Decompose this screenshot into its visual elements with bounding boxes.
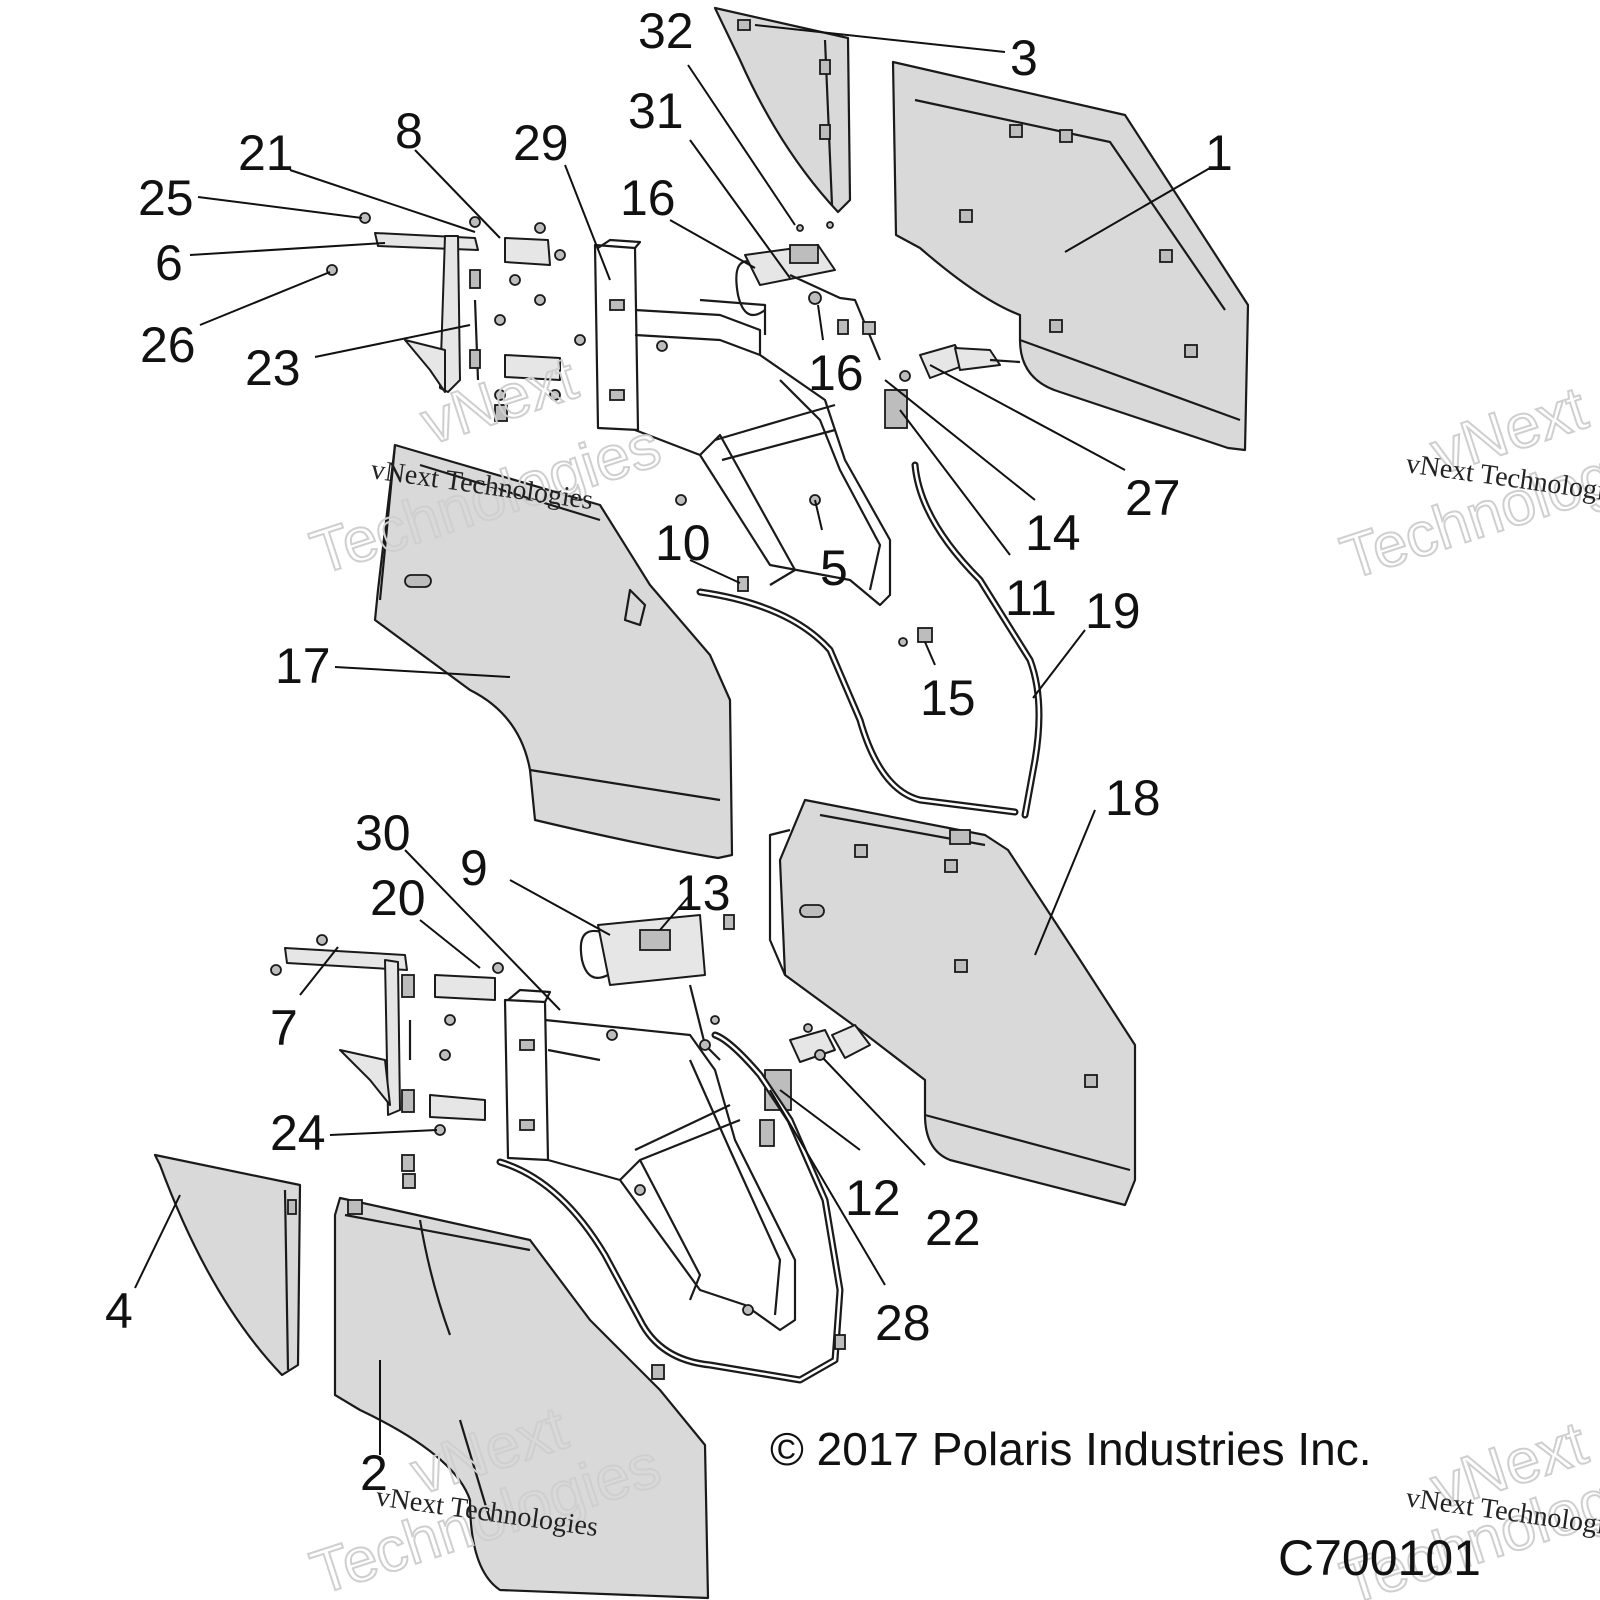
- callout-23: 23: [245, 340, 301, 396]
- copyright-notice: © 2017 Polaris Industries Inc.: [770, 1423, 1372, 1475]
- leader-22: [822, 1057, 926, 1166]
- callout-19: 19: [1085, 583, 1141, 639]
- callout-31: 31: [628, 83, 684, 139]
- leader-14: [884, 379, 1036, 501]
- callout-12: 12: [845, 1170, 901, 1226]
- callout-29: 29: [513, 115, 569, 171]
- callout-16-upper: 16: [620, 170, 676, 226]
- callout-numbers: 1 2 3 4 5 6 7 8 9 10 11 12 13 14 15 16 1…: [105, 3, 1233, 1501]
- leader-24: [329, 1129, 438, 1136]
- leader-6: [189, 242, 386, 256]
- leader-32: [687, 64, 796, 226]
- leader-29: [564, 164, 611, 281]
- leader-8: [414, 149, 501, 239]
- callout-24: 24: [270, 1105, 326, 1161]
- leader-3: [754, 24, 1006, 53]
- part-17-left-door-panel: [373, 443, 734, 860]
- callout-32: 32: [638, 3, 694, 59]
- leader-27: [929, 364, 1126, 471]
- leader-18: [1034, 809, 1096, 956]
- callout-30: 30: [355, 805, 411, 861]
- leader-1: [1064, 167, 1211, 253]
- callout-22: 22: [925, 1200, 981, 1256]
- callout-6: 6: [155, 235, 183, 291]
- callout-20: 20: [370, 870, 426, 926]
- part-9-lower-handle: [579, 914, 735, 1061]
- leader-21: [289, 169, 476, 233]
- part-15-fastener: [917, 627, 933, 643]
- part-1-upper-door-panel: [891, 60, 1250, 452]
- leader-23: [314, 324, 471, 358]
- part-12-lower-latch: [764, 1023, 871, 1111]
- leader-31: [689, 139, 791, 279]
- drawing-code: C700101: [1278, 1530, 1481, 1586]
- part-10-upper-lower-seal: [696, 576, 1019, 816]
- callout-27: 27: [1125, 470, 1181, 526]
- callout-26: 26: [140, 317, 196, 373]
- callout-16-lower: 16: [808, 345, 864, 401]
- leader-4: [134, 1194, 181, 1289]
- leader-9: [509, 879, 611, 936]
- callout-3: 3: [1010, 30, 1038, 86]
- callout-1: 1: [1205, 125, 1233, 181]
- leader-16a: [669, 219, 756, 269]
- callout-18: 18: [1105, 770, 1161, 826]
- leader-26: [199, 271, 331, 326]
- part-11-upper-latch: [884, 344, 1021, 429]
- callout-9: 9: [460, 840, 488, 896]
- callout-13: 13: [675, 865, 731, 921]
- watermark-block-upper-right: vNext Technologies vNext Technologies: [1332, 373, 1600, 595]
- part-30-lower-door-frame: [503, 988, 797, 1332]
- part-6-upper-hinge-bracket: [374, 232, 481, 393]
- leader-10: [689, 559, 741, 584]
- leader-30: [404, 849, 561, 1011]
- callout-14: 14: [1025, 505, 1081, 561]
- callout-25: 25: [138, 170, 194, 226]
- callout-21: 21: [238, 125, 294, 181]
- leader-12: [779, 1089, 861, 1151]
- part-15-washer: [898, 637, 908, 647]
- leader-25: [197, 196, 363, 219]
- leader-28: [769, 1089, 886, 1286]
- leader-5: [814, 499, 823, 531]
- leader-13: [659, 894, 691, 931]
- leader-7: [299, 946, 339, 996]
- leader-19: [1032, 629, 1086, 699]
- callout-15: 15: [920, 670, 976, 726]
- part-18-lower-door-panel: [768, 798, 1137, 1207]
- callout-5: 5: [820, 540, 848, 596]
- leader-lines: [134, 24, 1211, 1455]
- callout-10: 10: [655, 515, 711, 571]
- part-2-lower-left-door-panel: [333, 1173, 710, 1600]
- part-16-upper-handle: [735, 221, 882, 361]
- part-19-upper-seal: [911, 461, 1043, 819]
- leader-20: [419, 919, 481, 969]
- leader-15: [924, 641, 936, 666]
- part-28-lower-seal: [496, 1031, 846, 1384]
- callout-28: 28: [875, 1295, 931, 1351]
- callout-4: 4: [105, 1283, 133, 1339]
- callout-2: 2: [360, 1445, 388, 1501]
- leader-17: [334, 666, 511, 678]
- part-29-upper-door-frame: [593, 238, 892, 607]
- leader-16b: [817, 304, 824, 341]
- callout-17: 17: [275, 638, 331, 694]
- callout-11: 11: [1005, 570, 1057, 626]
- leader-11: [899, 409, 1011, 556]
- callout-8: 8: [395, 103, 423, 159]
- part-3-upper-small-panel: [713, 6, 852, 214]
- callout-7: 7: [270, 1000, 298, 1056]
- part-8-upper-hinge-plates: [326, 212, 586, 422]
- part-4-lower-small-panel: [153, 1153, 302, 1377]
